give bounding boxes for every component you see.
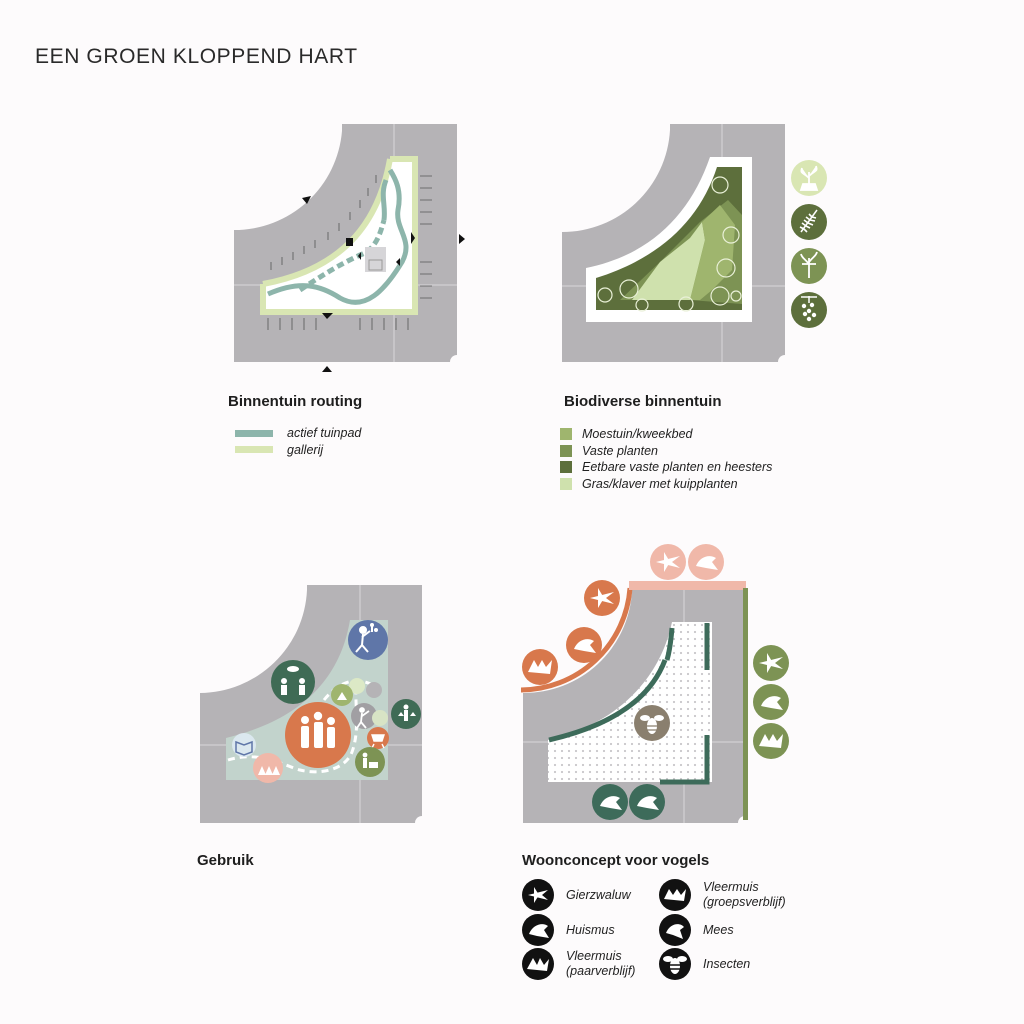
flower-icon bbox=[372, 710, 388, 726]
legend-swatch bbox=[235, 446, 273, 454]
legend-swatch bbox=[560, 444, 572, 457]
legend-item-actief-tuinpad: actief tuinpad bbox=[235, 425, 361, 442]
biodiverse-panel: Biodiverse binnentuin Moestuin/kweekbed … bbox=[560, 124, 827, 492]
swift-icon bbox=[522, 879, 554, 911]
legend-swatch bbox=[560, 461, 572, 474]
routing-legend: actief tuinpad gallerij bbox=[235, 425, 361, 458]
legend-item-moestuin: Moestuin/kweekbed bbox=[560, 426, 772, 443]
tool-small-icon bbox=[366, 682, 382, 698]
tit-icon bbox=[659, 914, 691, 946]
legend-swatch bbox=[560, 477, 572, 490]
legend-label: Mees bbox=[703, 922, 734, 937]
legend-label: Vaste planten bbox=[582, 443, 658, 458]
legend-label: Moestuin/kweekbed bbox=[582, 427, 693, 442]
routing-panel: Binnentuin routing actief tuinpad galler… bbox=[0, 0, 512, 512]
bat-pair-icon bbox=[522, 948, 554, 980]
biodiverse-title: Biodiverse binnentuin bbox=[564, 393, 722, 410]
gardening-person-icon bbox=[351, 703, 377, 729]
legend-swatch bbox=[560, 428, 572, 441]
gebruik-panel: Gebruik bbox=[197, 585, 422, 869]
legend-item-gierzwaluw: Gierzwaluw bbox=[522, 879, 631, 911]
legend-label: Eetbare vaste planten en heesters bbox=[582, 460, 773, 475]
legend-item-insecten: Insecten bbox=[659, 948, 750, 980]
legend-label: Gierzwaluw bbox=[566, 887, 631, 902]
legend-label: Huismus bbox=[566, 922, 615, 937]
legend-label: actief tuinpad bbox=[287, 426, 362, 441]
page-title: EEN GROEN KLOPPEND HART bbox=[35, 45, 358, 68]
legend-item-gallerij: gallerij bbox=[235, 442, 361, 459]
gebruik-title: Gebruik bbox=[197, 852, 254, 869]
legend-item-gras-klaver: Gras/klaver met kuipplanten bbox=[560, 476, 772, 493]
legend-item-mees: Mees bbox=[659, 914, 734, 946]
routing-title: Binnentuin routing bbox=[228, 393, 363, 410]
biodiverse-legend: Moestuin/kweekbed Vaste planten Eetbare … bbox=[560, 426, 772, 492]
legend-label: Gras/klaver met kuipplanten bbox=[582, 476, 738, 491]
legend-label-line2: (paarverblijf) bbox=[566, 964, 636, 978]
legend-item-vaste-planten: Vaste planten bbox=[560, 443, 772, 460]
biodiverse-map bbox=[562, 124, 827, 362]
bee-icon bbox=[659, 948, 691, 980]
legend-label: Insecten bbox=[703, 956, 751, 971]
legend-label-line1: Vleermuis bbox=[566, 949, 622, 963]
bat-group-icon bbox=[659, 879, 691, 911]
legend-item-vleermuis-paar: Vleermuis(paarverblijf) bbox=[522, 948, 635, 980]
routing-map bbox=[234, 124, 465, 372]
legend-label: gallerij bbox=[287, 442, 324, 457]
legend-swatch bbox=[235, 429, 273, 437]
legend-label-line1: Vleermuis bbox=[703, 880, 759, 894]
legend-item-eetbare-planten: Eetbare vaste planten en heesters bbox=[560, 459, 772, 476]
legend-item-huismus: Huismus bbox=[522, 914, 615, 946]
children-play-icon bbox=[253, 753, 283, 783]
legend-item-vleermuis-groep: Vleermuis(groepsverblijf) bbox=[659, 879, 786, 911]
legend-label-line2: (groepsverblijf) bbox=[703, 895, 786, 909]
gebruik-map bbox=[200, 585, 422, 823]
sparrow-icon bbox=[522, 914, 554, 946]
vogels-title: Woonconcept voor vogels bbox=[522, 852, 710, 869]
plant-small-icon bbox=[349, 678, 365, 694]
